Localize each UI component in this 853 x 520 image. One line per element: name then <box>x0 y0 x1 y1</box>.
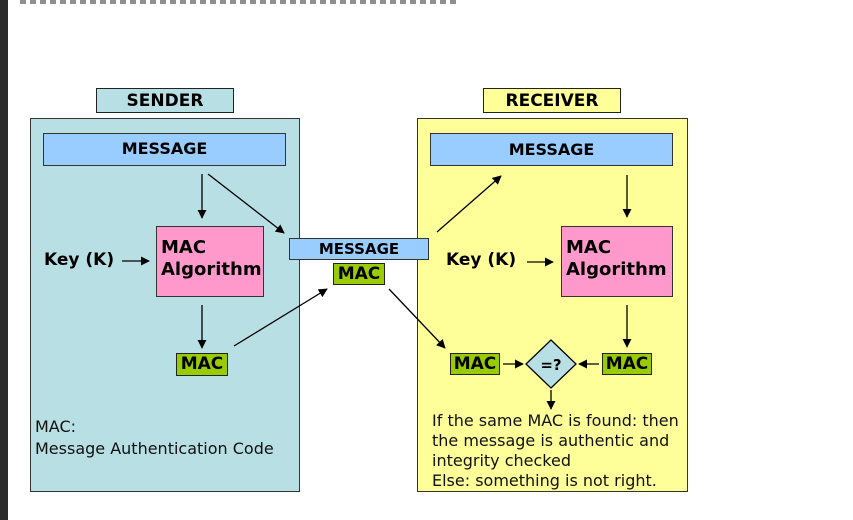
result-line-1: If the same MAC is found: then <box>432 411 679 430</box>
receiver-key-label: Key (K) <box>446 250 517 270</box>
sender-mac-algorithm-box: MAC Algorithm <box>156 226 264 297</box>
receiver-algorithm-line1: MAC <box>566 237 612 258</box>
mac-definition-line1: MAC: <box>35 417 77 436</box>
sender-title: SENDER <box>96 88 234 113</box>
mac-definition-line2: Message Authentication Code <box>35 439 274 458</box>
receiver-message-box: MESSAGE <box>430 133 673 166</box>
cropped-caption <box>20 0 460 4</box>
receiver-title: RECEIVER <box>483 88 621 113</box>
receiver-algorithm-line2: Algorithm <box>566 259 667 280</box>
receiver-mac-algorithm-box: MAC Algorithm <box>561 226 673 297</box>
receiver-received-mac-box: MAC <box>450 353 500 375</box>
sender-key-label: Key (K) <box>44 250 115 270</box>
sender-algorithm-line2: Algorithm <box>161 259 262 280</box>
window-edge <box>0 0 8 520</box>
sender-mac-box: MAC <box>176 353 228 376</box>
result-line-4: Else: something is not right. <box>432 471 657 490</box>
transit-message-box: MESSAGE <box>289 238 429 260</box>
result-line-2: the message is authentic and <box>432 431 670 450</box>
result-line-3: integrity checked <box>432 451 571 470</box>
transit-mac-box: MAC <box>333 263 385 285</box>
sender-message-box: MESSAGE <box>43 133 286 166</box>
mac-definition-note: MAC: Message Authentication Code <box>35 417 295 459</box>
sender-algorithm-line1: MAC <box>161 237 207 258</box>
verification-result-note: If the same MAC is found: then the messa… <box>432 411 684 491</box>
receiver-computed-mac-box: MAC <box>602 353 652 375</box>
